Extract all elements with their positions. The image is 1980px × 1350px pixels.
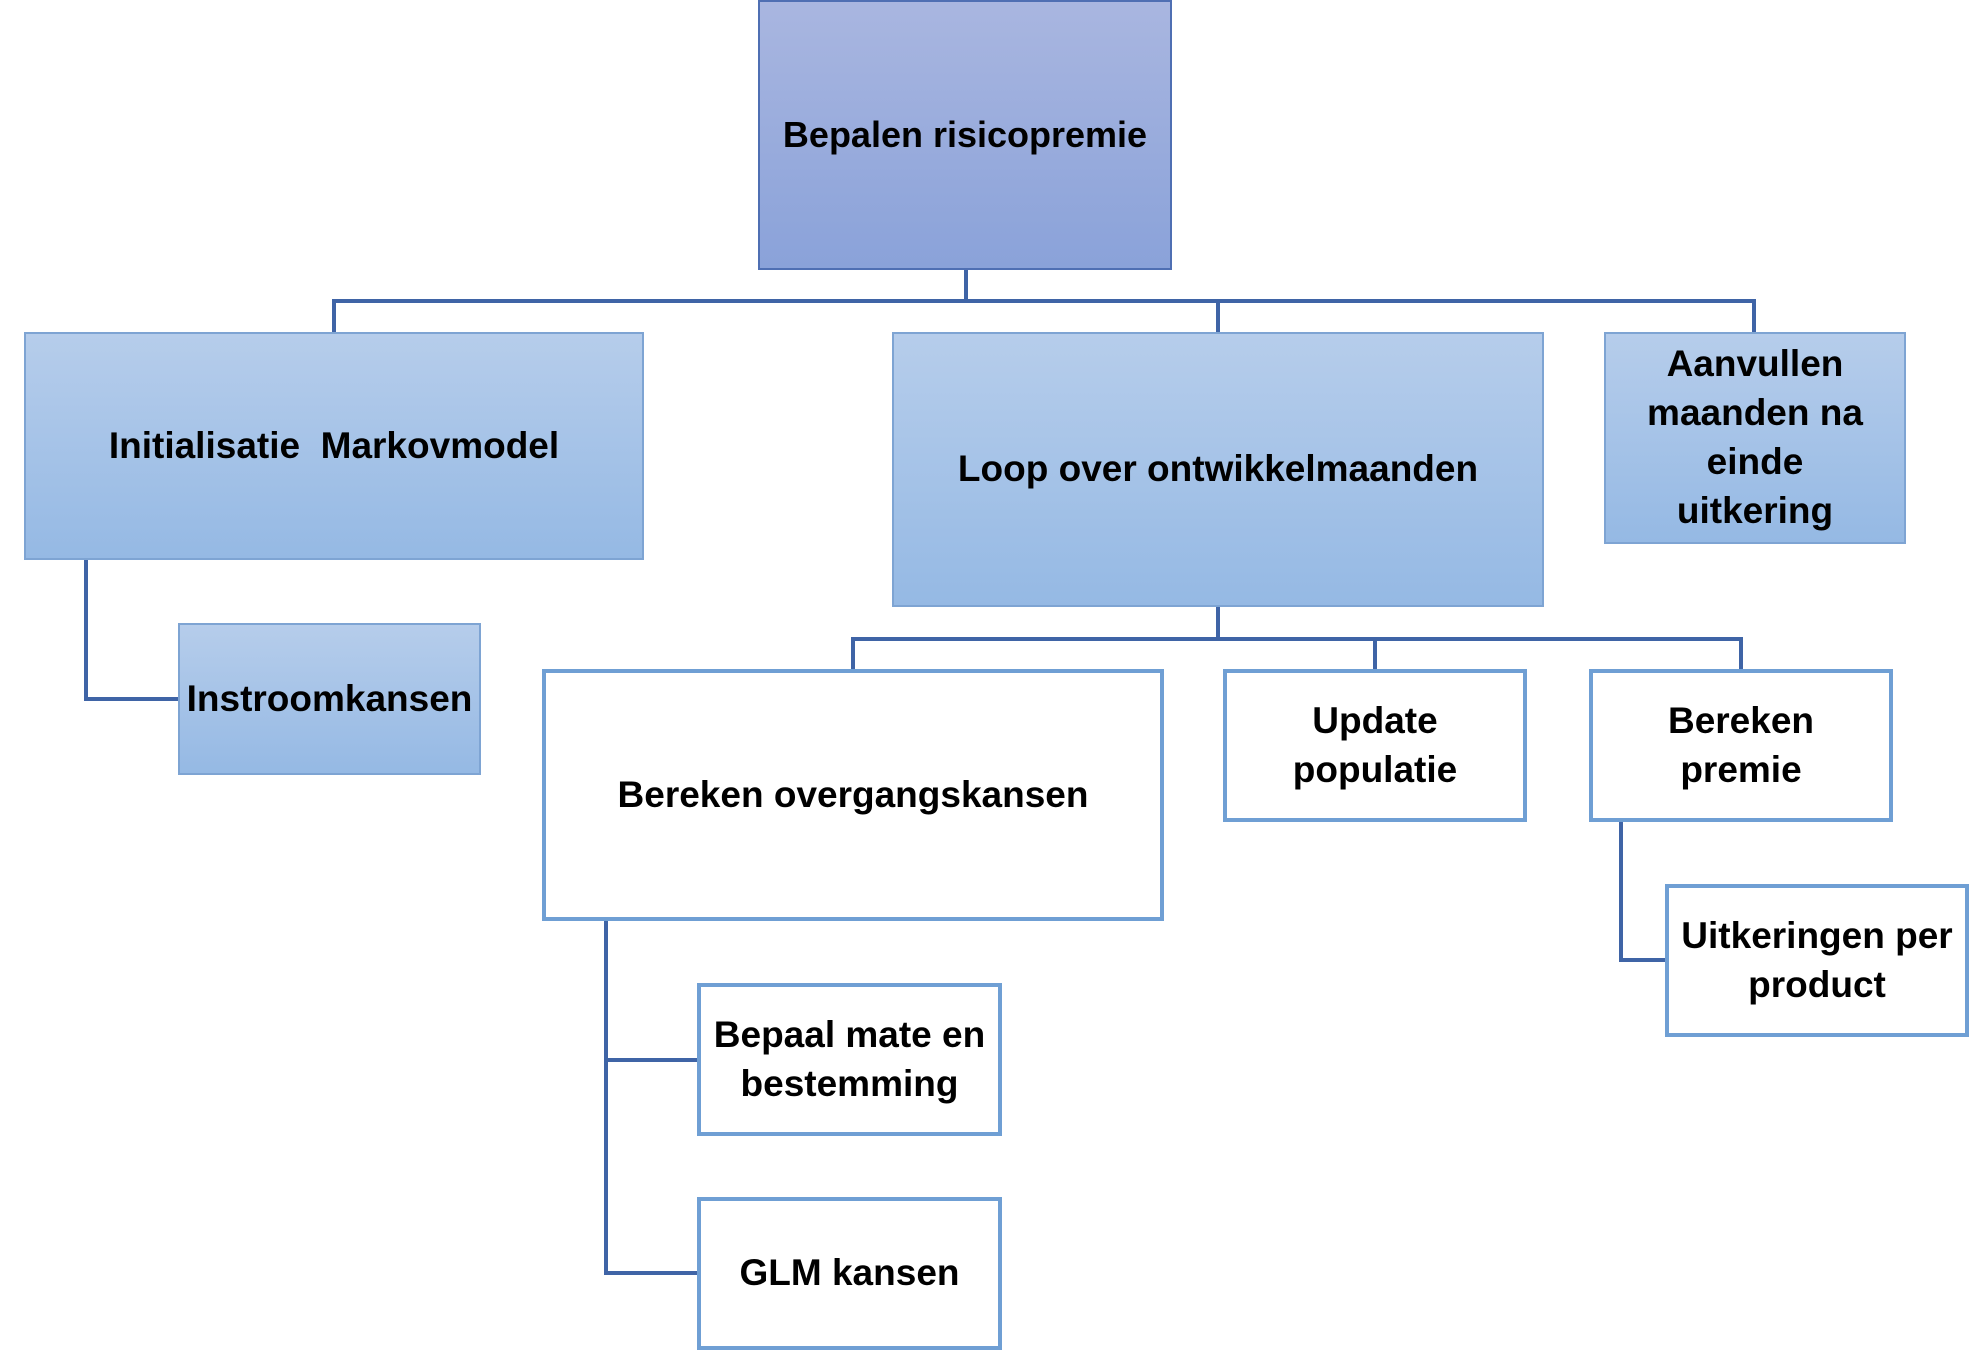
node-loop-label: Loop over ontwikkelmaanden: [957, 448, 1479, 490]
node-root: Bepalen risicopremie: [758, 0, 1172, 270]
node-premie-label: Bereken premie: [1667, 699, 1815, 790]
node-overgang-label: Bereken overgangskansen: [617, 773, 1089, 815]
node-premie: Bereken premie: [1589, 669, 1893, 822]
node-init-label: Initialisatie Markovmodel: [108, 424, 560, 466]
node-aanvullen-label: Aanvullen maanden na einde uitkering: [1647, 343, 1863, 531]
node-instroom: Instroomkansen: [178, 623, 481, 775]
node-bepaal-label: Bepaal mate en bestemming: [713, 1013, 986, 1104]
node-instroom-label: Instroomkansen: [186, 677, 473, 719]
node-bepaal: Bepaal mate en bestemming: [697, 983, 1002, 1136]
node-uitkeringen-label: Uitkeringen per product: [1681, 914, 1953, 1005]
node-aanvullen: Aanvullen maanden na einde uitkering: [1604, 332, 1906, 544]
node-overgang: Bereken overgangskansen: [542, 669, 1164, 921]
node-loop: Loop over ontwikkelmaanden: [892, 332, 1544, 607]
node-glm: GLM kansen: [697, 1197, 1002, 1350]
node-uitkeringen: Uitkeringen per product: [1665, 884, 1969, 1037]
node-update-label: Update populatie: [1292, 699, 1458, 790]
node-root-label: Bepalen risicopremie: [782, 114, 1148, 156]
node-init: Initialisatie Markovmodel: [24, 332, 644, 560]
node-update: Update populatie: [1223, 669, 1527, 822]
node-glm-label: GLM kansen: [739, 1252, 960, 1294]
